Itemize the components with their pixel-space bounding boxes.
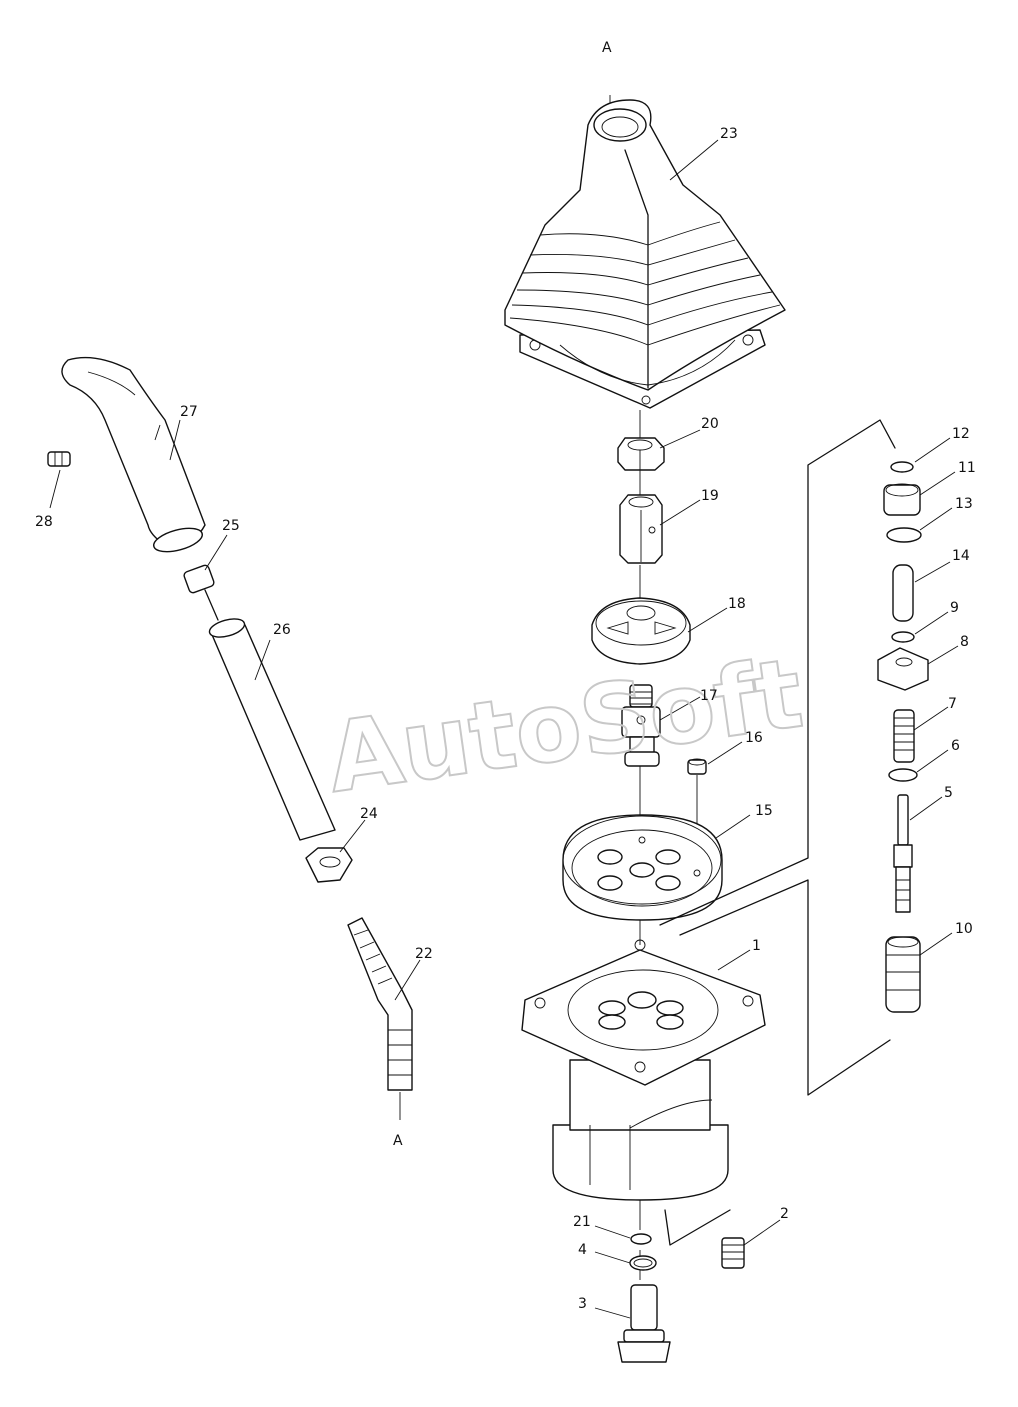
callout-24: 24	[360, 806, 378, 822]
callout-11: 11	[958, 460, 976, 476]
part-15-guide	[562, 814, 723, 921]
callout-28: 28	[35, 514, 53, 530]
callout-25: 25	[222, 518, 240, 534]
part-19-coupling	[619, 494, 663, 564]
callout-27: 27	[180, 404, 198, 420]
callout-3: 3	[578, 1296, 587, 1312]
callout-12: 12	[952, 426, 970, 442]
parts-right-stack	[877, 461, 929, 1013]
parts-bottom	[617, 1233, 745, 1363]
callout-2: 2	[780, 1206, 789, 1222]
bracket-lines	[659, 419, 896, 1246]
part-23-boot	[504, 99, 786, 409]
part-20-nut	[617, 437, 665, 471]
callout-7: 7	[948, 696, 957, 712]
callout-labels: 1 2 3 4 5 6 7 8 9 10 11 12 13 14 15 16 1…	[35, 126, 976, 1312]
callout-6: 6	[951, 738, 960, 754]
callout-20: 20	[701, 416, 719, 432]
section-marker-bottom: A	[393, 1133, 403, 1149]
watermark-text: AutoSoft	[321, 637, 809, 814]
callout-26: 26	[273, 622, 291, 638]
callout-23: 23	[720, 126, 738, 142]
callout-16: 16	[745, 730, 763, 746]
callout-22: 22	[415, 946, 433, 962]
part-17-joint	[621, 684, 661, 767]
callout-4: 4	[578, 1242, 587, 1258]
callout-9: 9	[950, 600, 959, 616]
callout-15: 15	[755, 803, 773, 819]
callout-21: 21	[573, 1214, 591, 1230]
callout-13: 13	[955, 496, 973, 512]
part-16-plug	[687, 758, 707, 775]
parts-left-lever	[47, 356, 413, 1120]
callout-10: 10	[955, 921, 973, 937]
part-18-plate	[591, 597, 691, 665]
callout-8: 8	[960, 634, 969, 650]
callout-17: 17	[700, 688, 718, 704]
section-marker-top: A	[602, 40, 612, 56]
callout-14: 14	[952, 548, 970, 564]
part-1-body	[521, 939, 766, 1201]
callout-5: 5	[944, 785, 953, 801]
callout-18: 18	[728, 596, 746, 612]
callout-19: 19	[701, 488, 719, 504]
callout-1: 1	[752, 938, 761, 954]
leader-lines	[49, 139, 959, 1319]
watermark: AutoSoft	[320, 636, 810, 815]
